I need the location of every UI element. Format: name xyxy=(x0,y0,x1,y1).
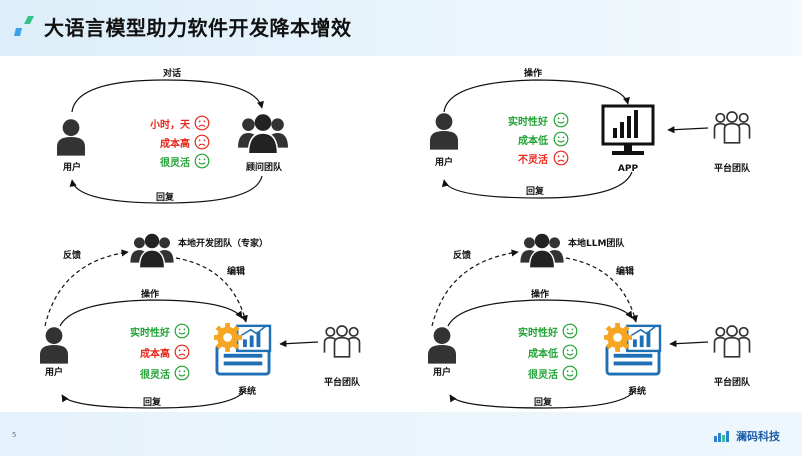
user-label: 用户 xyxy=(62,161,81,173)
platform-label: 平台团队 xyxy=(324,376,361,388)
expert-team-icon xyxy=(130,233,174,268)
brand-name: 澜码科技 xyxy=(736,430,780,443)
platform-team-icon xyxy=(713,325,751,358)
attr-cost: 成本高 xyxy=(140,347,170,360)
attr-cost: 成本低 xyxy=(528,347,558,360)
smile-icon xyxy=(562,344,578,360)
smile-icon xyxy=(562,323,578,339)
platform-team-icon xyxy=(713,111,751,144)
system-label: 系统 xyxy=(238,385,256,397)
reply-label: 回复 xyxy=(143,396,162,408)
smile-icon xyxy=(553,112,569,128)
panel-local-llm-team: 本地LLM团队 反馈 编辑 操作 回复 用户 系统 平台团队 实时性好 成本低 … xyxy=(428,233,751,409)
platform-label: 平台团队 xyxy=(714,162,751,174)
team-label: 顾问团队 xyxy=(246,161,283,173)
edit-label: 编辑 xyxy=(616,265,634,277)
smile-icon xyxy=(174,323,190,339)
user-icon xyxy=(430,113,458,150)
attr-cost: 成本高 xyxy=(160,137,190,150)
reply-label: 回复 xyxy=(156,191,175,203)
smile-icon xyxy=(562,365,578,381)
operate-label: 操作 xyxy=(141,288,159,300)
attr-time: 小时，天 xyxy=(149,118,191,131)
monitor-chart-icon xyxy=(601,104,655,155)
frown-icon xyxy=(194,115,210,131)
smile-icon xyxy=(553,131,569,147)
system-icon xyxy=(214,322,272,376)
panel-app: 操作 回复 用户 APP 平台团队 实时性好 成本低 不灵活 xyxy=(430,67,751,199)
footer-banner xyxy=(0,412,802,456)
llm-team-label: 本地LLM团队 xyxy=(568,237,625,249)
platform-label: 平台团队 xyxy=(714,376,751,388)
panel-consulting: 对话 回复 用户 顾问团队 小时，天 成本高 很灵活 xyxy=(57,67,288,204)
user-label: 用户 xyxy=(432,366,451,378)
system-icon xyxy=(604,322,662,376)
smile-icon xyxy=(194,153,210,169)
reply-label: 回复 xyxy=(534,396,553,408)
expert-team-label: 本地开发团队（专家） xyxy=(178,237,268,249)
attr-realtime: 实时性好 xyxy=(130,326,170,339)
user-icon xyxy=(428,327,456,364)
page-number: 5 xyxy=(12,431,17,439)
platform-team-icon xyxy=(323,325,361,358)
feedback-label: 反馈 xyxy=(453,249,471,261)
attr-flex: 很灵活 xyxy=(139,368,170,381)
attr-flex: 不灵活 xyxy=(518,153,548,166)
attr-realtime: 实时性好 xyxy=(518,326,558,339)
attr-flex: 很灵活 xyxy=(159,156,190,169)
attr-cost: 成本低 xyxy=(518,134,548,147)
operate-label: 操作 xyxy=(524,67,542,79)
smile-icon xyxy=(174,365,190,381)
brand-logo-icon xyxy=(714,431,729,442)
diagram: 对话 回复 用户 顾问团队 小时，天 成本高 很灵活 操作 回复 用户 APP … xyxy=(40,67,751,409)
consultant-team-icon xyxy=(238,113,288,154)
page-title: 大语言模型助力软件开发降本增效 xyxy=(44,16,352,40)
header-banner xyxy=(0,0,802,56)
frown-icon xyxy=(174,344,190,360)
dialog-label: 对话 xyxy=(163,67,181,79)
user-label: 用户 xyxy=(44,366,63,378)
llm-team-icon xyxy=(520,233,564,268)
feedback-label: 反馈 xyxy=(63,249,81,261)
reply-label: 回复 xyxy=(526,185,545,197)
logo-icon xyxy=(14,16,34,36)
edit-label: 编辑 xyxy=(227,265,245,277)
attr-flex: 很灵活 xyxy=(527,368,558,381)
user-icon xyxy=(40,327,68,364)
panel-local-dev-team: 本地开发团队（专家） 反馈 编辑 操作 回复 用户 系统 平台团队 实时性好 成… xyxy=(40,233,361,409)
system-label: 系统 xyxy=(628,385,646,397)
brand: 澜码科技 xyxy=(714,428,780,444)
frown-icon xyxy=(553,150,569,166)
app-label: APP xyxy=(618,164,639,174)
attr-realtime: 实时性好 xyxy=(508,115,548,128)
operate-label: 操作 xyxy=(531,288,549,300)
user-label: 用户 xyxy=(434,156,453,168)
user-icon xyxy=(57,119,85,156)
frown-icon xyxy=(194,134,210,150)
